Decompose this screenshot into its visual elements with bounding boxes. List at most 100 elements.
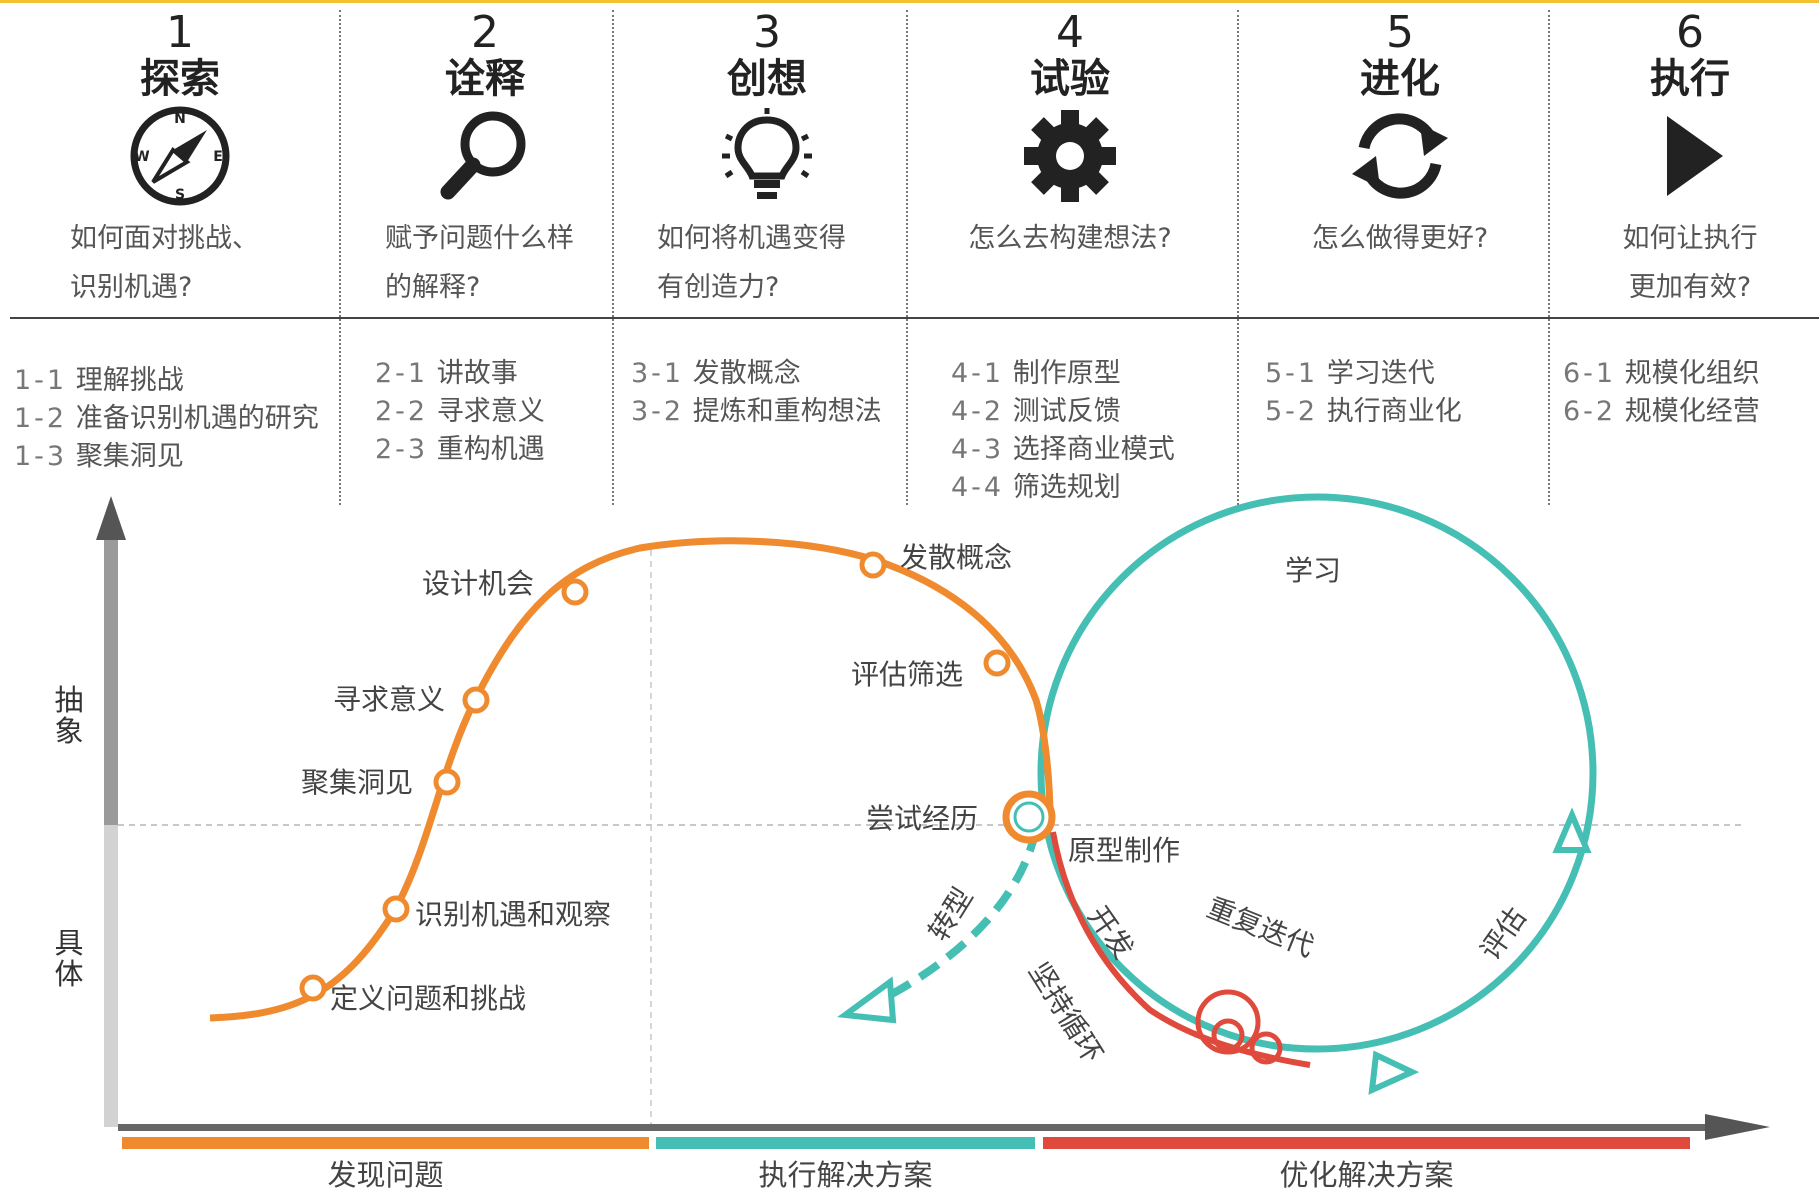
y-axis-abstract-band <box>104 540 118 825</box>
label-meaning: 寻求意义 <box>333 683 445 716</box>
stage-question-line: 识别机遇? <box>70 272 193 303</box>
stage-question-line: 怎么做得更好? <box>1311 223 1489 254</box>
stage-column-execute: 6 执行 如何让执行 更加有效? <box>1590 10 1790 312</box>
item-code: 2-1 <box>375 358 429 389</box>
y-axis-concrete-band <box>104 825 118 1127</box>
list-item: 6-1 规模化组织 <box>1563 355 1760 393</box>
stage-items-4: 4-1 制作原型 4-2 测试反馈 4-3 选择商业模式 4-4 筛选规划 <box>951 355 1175 507</box>
stage-items-1: 1-1 理解挑战 1-2 准备识别机遇的研究 1-3 聚集洞见 <box>14 362 319 476</box>
stage-number: 4 <box>1056 7 1084 58</box>
stage-question-line: 如何将机遇变得 <box>657 223 846 254</box>
list-item: 2-3 重构机遇 <box>375 431 545 469</box>
stage-title: 探索 <box>140 56 220 102</box>
node-identify <box>382 895 410 923</box>
stage-title: 诠释 <box>445 56 525 102</box>
stage-title: 试验 <box>1030 56 1110 102</box>
item-text: 聚集洞见 <box>75 441 184 472</box>
node-diverge <box>859 551 887 579</box>
phase-bar-discover <box>122 1137 649 1149</box>
item-code: 4-3 <box>951 434 1005 465</box>
axis-label-concrete: 具体 <box>54 926 84 991</box>
label-diverge: 发散概念 <box>900 541 1012 574</box>
gear-icon <box>1024 110 1116 202</box>
stage-question: 如何将机遇变得 有创造力? <box>657 214 877 312</box>
item-code: 5-2 <box>1265 396 1319 427</box>
transform-arrow-head-icon <box>836 976 897 1024</box>
item-text: 筛选规划 <box>1012 472 1121 503</box>
svg-text:W: W <box>134 149 149 165</box>
stage-question-line: 怎么去构建想法? <box>968 223 1172 254</box>
list-item: 4-4 筛选规划 <box>951 469 1175 507</box>
stage-column-experiment: 4 试验 怎么去构建想法? <box>960 10 1180 263</box>
item-code: 6-2 <box>1563 396 1617 427</box>
item-text: 重构机遇 <box>436 434 545 465</box>
stage-question: 怎么去构建想法? <box>960 214 1180 263</box>
item-code: 2-2 <box>375 396 429 427</box>
axis-label-abstract: 抽象 <box>54 683 84 748</box>
iteration-loops-icon <box>1195 989 1283 1065</box>
stage-items-6: 6-1 规模化组织 6-2 规模化经营 <box>1563 355 1760 431</box>
stage-question: 如何面对挑战、 识别机遇? <box>70 214 290 312</box>
phase-label-execute: 执行解决方案 <box>758 1158 933 1192</box>
stage-number: 1 <box>166 7 194 58</box>
phase-label-optimize: 优化解决方案 <box>1279 1158 1454 1192</box>
stage-items-5: 5-1 学习迭代 5-2 执行商业化 <box>1265 355 1462 431</box>
item-text: 讲故事 <box>436 358 518 389</box>
item-text: 制作原型 <box>1012 358 1121 389</box>
loop-arrow-right-icon <box>1552 807 1592 853</box>
list-item: 6-2 规模化经营 <box>1563 393 1760 431</box>
stage-title: 进化 <box>1360 56 1440 102</box>
stage-question: 怎么做得更好? <box>1290 214 1510 263</box>
svg-text:E: E <box>213 149 223 165</box>
list-item: 1-3 聚集洞见 <box>14 438 319 476</box>
list-item: 4-3 选择商业模式 <box>951 431 1175 469</box>
column-divider <box>1548 10 1550 505</box>
item-text: 发散概念 <box>692 358 801 389</box>
label-transform: 转型 <box>922 882 980 947</box>
x-axis-line <box>118 1124 1710 1131</box>
item-text: 执行商业化 <box>1326 396 1462 427</box>
item-text: 准备识别机遇的研究 <box>75 403 319 434</box>
label-evaluate-filter: 评估筛选 <box>851 658 963 691</box>
list-item: 4-2 测试反馈 <box>951 393 1175 431</box>
label-insight: 聚集洞见 <box>301 766 413 799</box>
column-divider <box>906 10 908 505</box>
x-axis-arrow-icon <box>1705 1114 1770 1140</box>
list-item: 4-1 制作原型 <box>951 355 1175 393</box>
stage-items-3: 3-1 发散概念 3-2 提炼和重构想法 <box>631 355 882 431</box>
column-divider <box>612 10 614 505</box>
label-persist: 坚持循环 <box>1022 956 1109 1068</box>
stage-number: 2 <box>471 7 499 58</box>
item-text: 测试反馈 <box>1012 396 1121 427</box>
stage-column-evolve: 5 进化 怎么做得更好? <box>1290 10 1510 263</box>
play-icon <box>1667 116 1723 196</box>
item-code: 5-1 <box>1265 358 1319 389</box>
stage-question: 如何让执行 更加有效? <box>1590 214 1790 312</box>
stage-column-interpret: 2 诠释 赋予问题什么样 的解释? <box>385 10 585 312</box>
list-item: 1-2 准备识别机遇的研究 <box>14 400 319 438</box>
top-accent-line <box>0 0 1819 3</box>
stage-title: 创想 <box>727 56 807 102</box>
stage-items-2: 2-1 讲故事 2-2 寻求意义 2-3 重构机遇 <box>375 355 545 469</box>
header-separator <box>10 317 1819 319</box>
label-identify: 识别机遇和观察 <box>415 898 611 931</box>
stage-number: 5 <box>1386 7 1414 58</box>
transform-arrow <box>873 829 1040 1007</box>
item-text: 规模化经营 <box>1624 396 1760 427</box>
node-design <box>561 578 589 606</box>
list-item: 3-2 提炼和重构想法 <box>631 393 882 431</box>
list-item: 1-1 理解挑战 <box>14 362 319 400</box>
item-code: 4-4 <box>951 472 1005 503</box>
stage-question-line: 有创造力? <box>657 272 780 303</box>
stage-question-line: 如何面对挑战、 <box>70 223 259 254</box>
item-text: 学习迭代 <box>1326 358 1435 389</box>
list-item: 2-1 讲故事 <box>375 355 545 393</box>
stage-column-ideate: 3 创想 如何将机遇变得 有创造力? <box>657 10 877 312</box>
item-text: 规模化组织 <box>1624 358 1760 389</box>
column-divider <box>1237 10 1239 505</box>
item-code: 6-1 <box>1563 358 1617 389</box>
label-prototype: 原型制作 <box>1068 834 1180 867</box>
item-text: 寻求意义 <box>436 396 545 427</box>
svg-text:S: S <box>175 187 185 203</box>
stage-question-line: 更加有效? <box>1628 272 1752 303</box>
